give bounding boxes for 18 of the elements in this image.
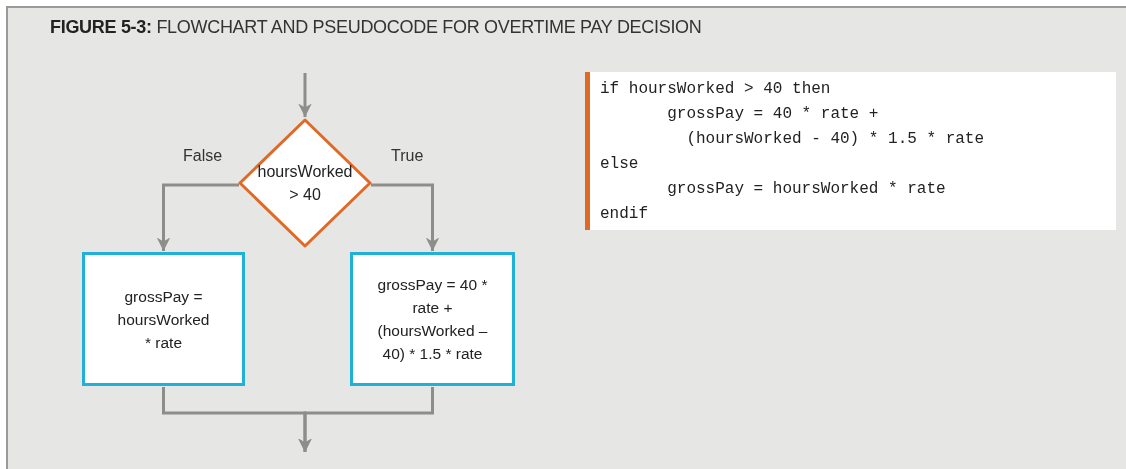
code-line: grossPay = 40 * rate + <box>667 104 879 125</box>
code-line: else <box>600 154 639 175</box>
pseudocode-panel <box>585 72 1116 230</box>
code-line: if hoursWorked > 40 then <box>600 79 831 100</box>
code-line: grossPay = hoursWorked * rate <box>667 179 946 200</box>
process-box <box>350 252 515 386</box>
arrow <box>371 183 440 251</box>
figure-title: FIGURE 5-3: FLOWCHART AND PSEUDOCODE FOR OVERTIME PAY DECISION <box>50 17 702 38</box>
arrow <box>298 387 434 452</box>
formula-text: grossPay = hoursWorked * rate <box>116 286 211 353</box>
arrow <box>156 183 239 251</box>
arrow <box>298 73 312 117</box>
formula-text: grossPay = 40 * rate + (hoursWorked – 40) * 1.5 * rate <box>376 275 489 364</box>
decision-diamond <box>238 118 372 248</box>
condition-text: hoursWorked > 40 <box>256 162 354 205</box>
process-box <box>82 252 245 386</box>
code-line: endif <box>600 204 648 225</box>
code-line: (hoursWorked - 40) * 1.5 * rate <box>686 129 985 150</box>
